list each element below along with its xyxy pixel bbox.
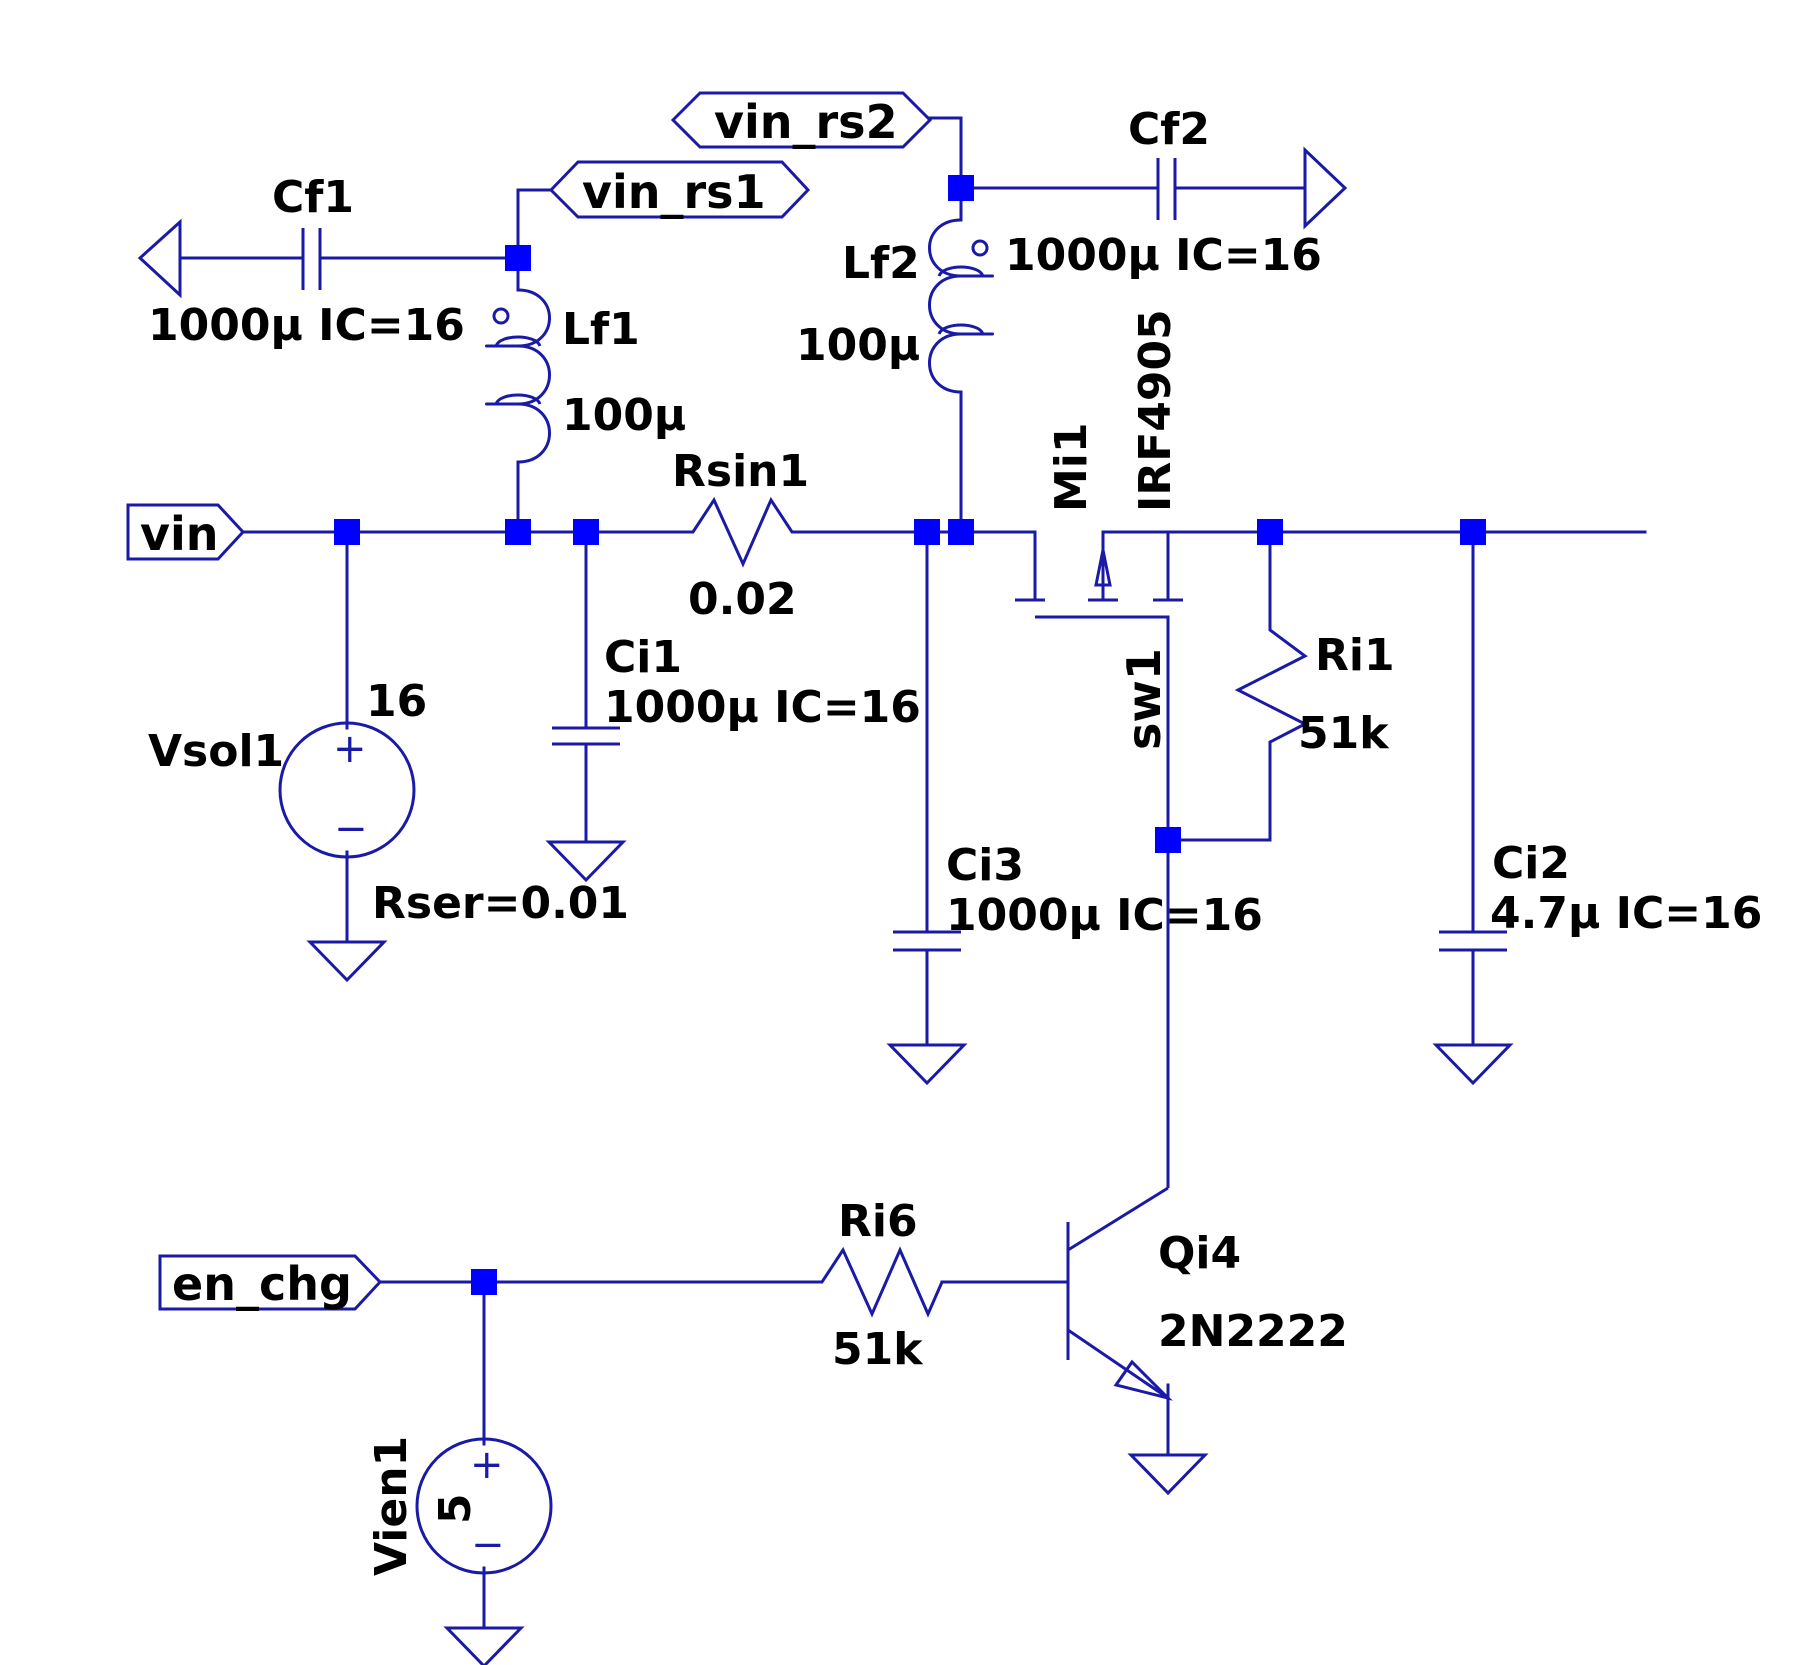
vsol1-plus-mark: + [333,726,367,772]
resistor-ri6: Ri6 51k [808,1196,944,1375]
ci3-name: Ci3 [946,840,1024,891]
ri6-value: 51k [832,1324,924,1375]
vien1-minus-mark: − [471,1522,505,1568]
capacitor-ci1: Ci1 1000µ IC=16 [552,632,921,746]
capacitor-ci3: Ci3 1000µ IC=16 [893,840,1263,952]
wires [178,116,1647,1630]
ci2-value: 4.7µ IC=16 [1490,888,1762,939]
voltage-source-vien1: + − Vien1 5 [366,1436,553,1576]
vsol1-rser: Rser=0.01 [372,878,629,929]
ground-symbols [137,146,1514,1665]
cf2-name: Cf2 [1128,104,1210,155]
mi1-value: IRF4905 [1130,309,1181,512]
vsol1-name: Vsol1 [148,726,284,777]
cf1-value: 1000µ IC=16 [148,300,465,351]
vsol1-minus-mark: − [334,806,368,852]
lf1-value: 100µ [562,390,686,441]
net-flag-vin-rs1: vin_rs1 [548,160,811,219]
rsin1-name: Rsin1 [672,446,809,497]
ri1-value: 51k [1298,708,1390,759]
net-label-sw1: sw1 [1117,648,1171,750]
qi4-name: Qi4 [1158,1228,1241,1279]
junctions [334,175,1486,1295]
vien1-name: Vien1 [366,1436,417,1576]
qi4-value: 2N2222 [1158,1306,1348,1357]
vien1-plus-mark: + [470,1442,504,1488]
cf2-value: 1000µ IC=16 [1005,230,1322,281]
capacitor-ci2: Ci2 4.7µ IC=16 [1439,838,1762,952]
lf2-value: 100µ [796,320,920,371]
cf1-name: Cf1 [272,172,354,223]
net-label-vin-rs2: vin_rs2 [714,95,898,149]
vsol1-value: 16 [366,676,427,727]
rsin1-value: 0.02 [688,574,797,625]
voltage-source-vsol1: + − Vsol1 16 Rser=0.01 [148,676,629,929]
ci1-name: Ci1 [604,632,682,683]
mi1-name: Mi1 [1046,423,1097,512]
lf1-name: Lf1 [562,304,640,355]
ci1-value: 1000µ IC=16 [604,682,921,733]
capacitor-cf2: Cf2 1000µ IC=16 [1005,104,1322,281]
ri6-name: Ri6 [838,1196,918,1247]
net-flag-vin-rs2: vin_rs2 [670,91,933,149]
ci2-name: Ci2 [1492,838,1570,889]
net-label-en-chg: en_chg [172,1257,352,1311]
npn-transistor-qi4: Qi4 2N2222 [1066,1178,1348,1401]
net-label-vin-rs1: vin_rs1 [582,165,766,219]
inductor-lf2: Lf2 100µ [796,218,994,394]
net-flag-vin: vin [126,503,246,561]
ci3-value: 1000µ IC=16 [946,890,1263,941]
capacitor-cf1: Cf1 1000µ IC=16 [148,172,465,351]
vien1-value: 5 [430,1493,481,1524]
inductor-lf1: Lf1 100µ [485,288,686,464]
resistor-rsin1: Rsin1 0.02 [672,446,809,625]
net-label-vin: vin [140,507,219,561]
pmos-mi1: Mi1 IRF4905 [1015,309,1183,619]
ri1-name: Ri1 [1315,630,1395,681]
net-flag-en-chg: en_chg [158,1254,383,1311]
lf2-name: Lf2 [842,238,920,289]
resistor-ri1: Ri1 51k [1234,618,1395,759]
